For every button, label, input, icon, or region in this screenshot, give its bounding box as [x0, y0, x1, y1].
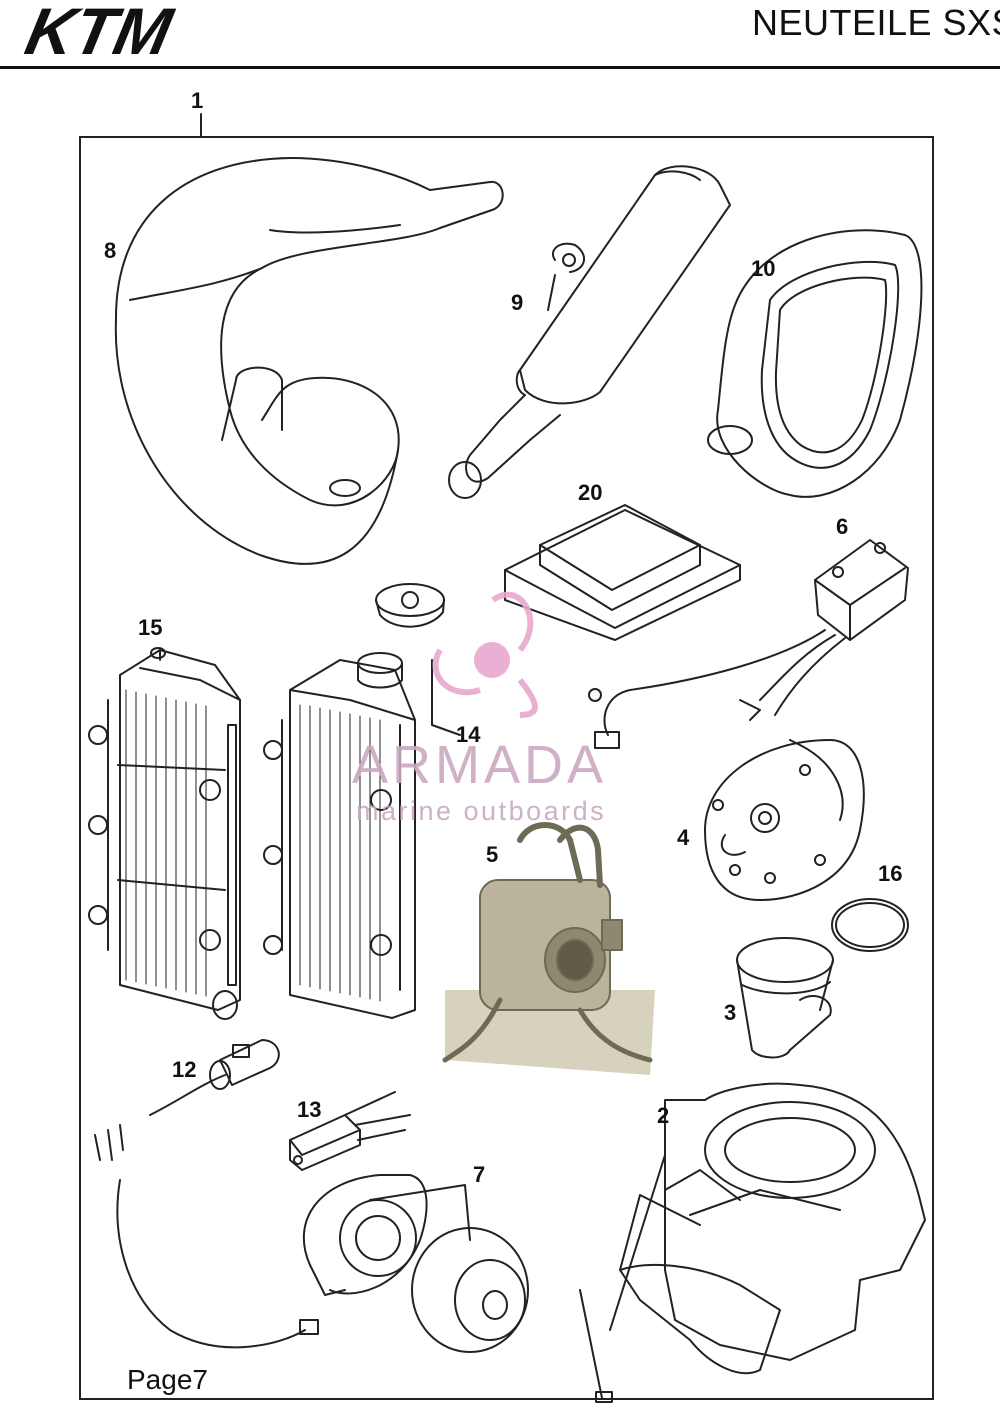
- propeller-icon: [432, 591, 538, 718]
- callout-6: 6: [836, 514, 849, 539]
- page-number: Page7: [127, 1364, 208, 1395]
- document-title: NEUTEILE SXS: [752, 2, 1000, 43]
- callout-1: 1: [191, 88, 204, 113]
- exhaust-pipe-icon: [114, 157, 504, 565]
- watermark-name: ARMADA: [352, 735, 608, 795]
- left-radiator-icon: [88, 647, 241, 1020]
- ignition-coil-icon: [149, 1039, 280, 1116]
- stator-flywheel-icon: [94, 1124, 529, 1353]
- callout-12: 12: [172, 1057, 197, 1082]
- manual-book-icon: [504, 504, 741, 641]
- callout-2: 2: [657, 1103, 670, 1128]
- callout-13: 13: [297, 1097, 322, 1122]
- piston-ring-icon: [831, 898, 909, 952]
- callout-16: 16: [878, 861, 903, 886]
- airbox-boot-icon: [707, 229, 923, 498]
- carburetor-icon: [442, 822, 655, 1075]
- callout-5: 5: [486, 842, 499, 867]
- callout-15: 15: [138, 615, 163, 640]
- callout-14: 14: [456, 722, 481, 747]
- cylinder-head-icon: [704, 739, 865, 901]
- header-rule: [0, 66, 1000, 69]
- cylinder-icon: [579, 1082, 926, 1403]
- callout-20: 20: [578, 480, 603, 505]
- callout-3: 3: [724, 1000, 737, 1025]
- callout-4: 4: [677, 825, 690, 850]
- silencer-icon: [448, 165, 731, 499]
- callout-10: 10: [751, 256, 776, 281]
- right-radiator-icon: [263, 583, 461, 1019]
- callout-7: 7: [473, 1162, 486, 1187]
- ktm-logo: KTM: [19, 0, 272, 69]
- voltage-regulator-icon: [289, 1091, 411, 1171]
- piston-icon: [736, 937, 834, 1059]
- callout-9: 9: [511, 290, 524, 315]
- cdi-unit-icon: [588, 539, 909, 749]
- watermark-tagline: marine outboards: [356, 796, 607, 826]
- svg-text:KTM: KTM: [22, 0, 179, 60]
- parts-frame: [79, 136, 934, 1400]
- callout-8: 8: [104, 238, 117, 263]
